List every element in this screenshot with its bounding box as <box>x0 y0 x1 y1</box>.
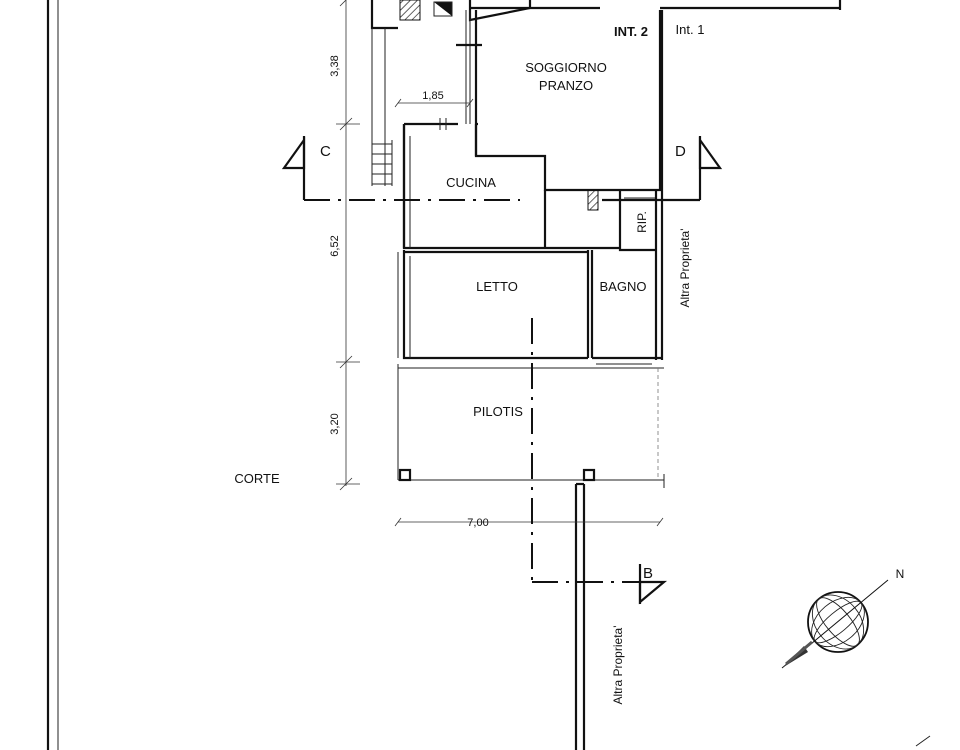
section-label-d: D <box>675 143 686 160</box>
compass-north-label: N <box>896 567 905 581</box>
section-label-b: B <box>643 565 653 582</box>
property-line-bottom <box>574 482 586 750</box>
dimension-label-700: 7,00 <box>467 517 488 529</box>
section-lines <box>281 136 723 605</box>
compass-icon <box>781 579 889 669</box>
external-staircase <box>371 28 393 186</box>
stair-arrow-icon <box>434 2 452 16</box>
neighbor-label-bottom: Altra Proprieta' <box>611 626 625 705</box>
unit-label-int1: Int. 1 <box>676 22 705 37</box>
corner-mark <box>915 735 931 747</box>
area-label-corte: CORTE <box>234 471 280 486</box>
dimension-lines <box>336 0 664 527</box>
apartment-walls <box>397 10 664 365</box>
room-label-cucina: CUCINA <box>446 175 496 190</box>
section-label-c: C <box>320 143 331 160</box>
room-label-pranzo: PRANZO <box>539 78 593 93</box>
room-label-pilotis: PILOTIS <box>473 404 523 419</box>
chimney-hatch-top <box>399 0 421 21</box>
room-label-soggiorno: SOGGIORNO <box>525 60 607 75</box>
dimension-label-338: 3,38 <box>329 55 341 76</box>
room-label-bagno: BAGNO <box>600 279 647 294</box>
dimension-label-320: 3,20 <box>329 413 341 434</box>
unit-label-int2: INT. 2 <box>614 24 648 39</box>
neighbor-label-right: Altra Proprieta' <box>678 229 692 308</box>
top-walls <box>370 0 842 30</box>
chimney-hatch <box>587 189 599 211</box>
dimension-label-652: 6,52 <box>329 235 341 256</box>
room-label-letto: LETTO <box>476 279 518 294</box>
room-label-rip: RIP. <box>635 211 649 233</box>
property-boundary <box>46 0 59 750</box>
dimension-label-185: 1,85 <box>422 90 443 102</box>
